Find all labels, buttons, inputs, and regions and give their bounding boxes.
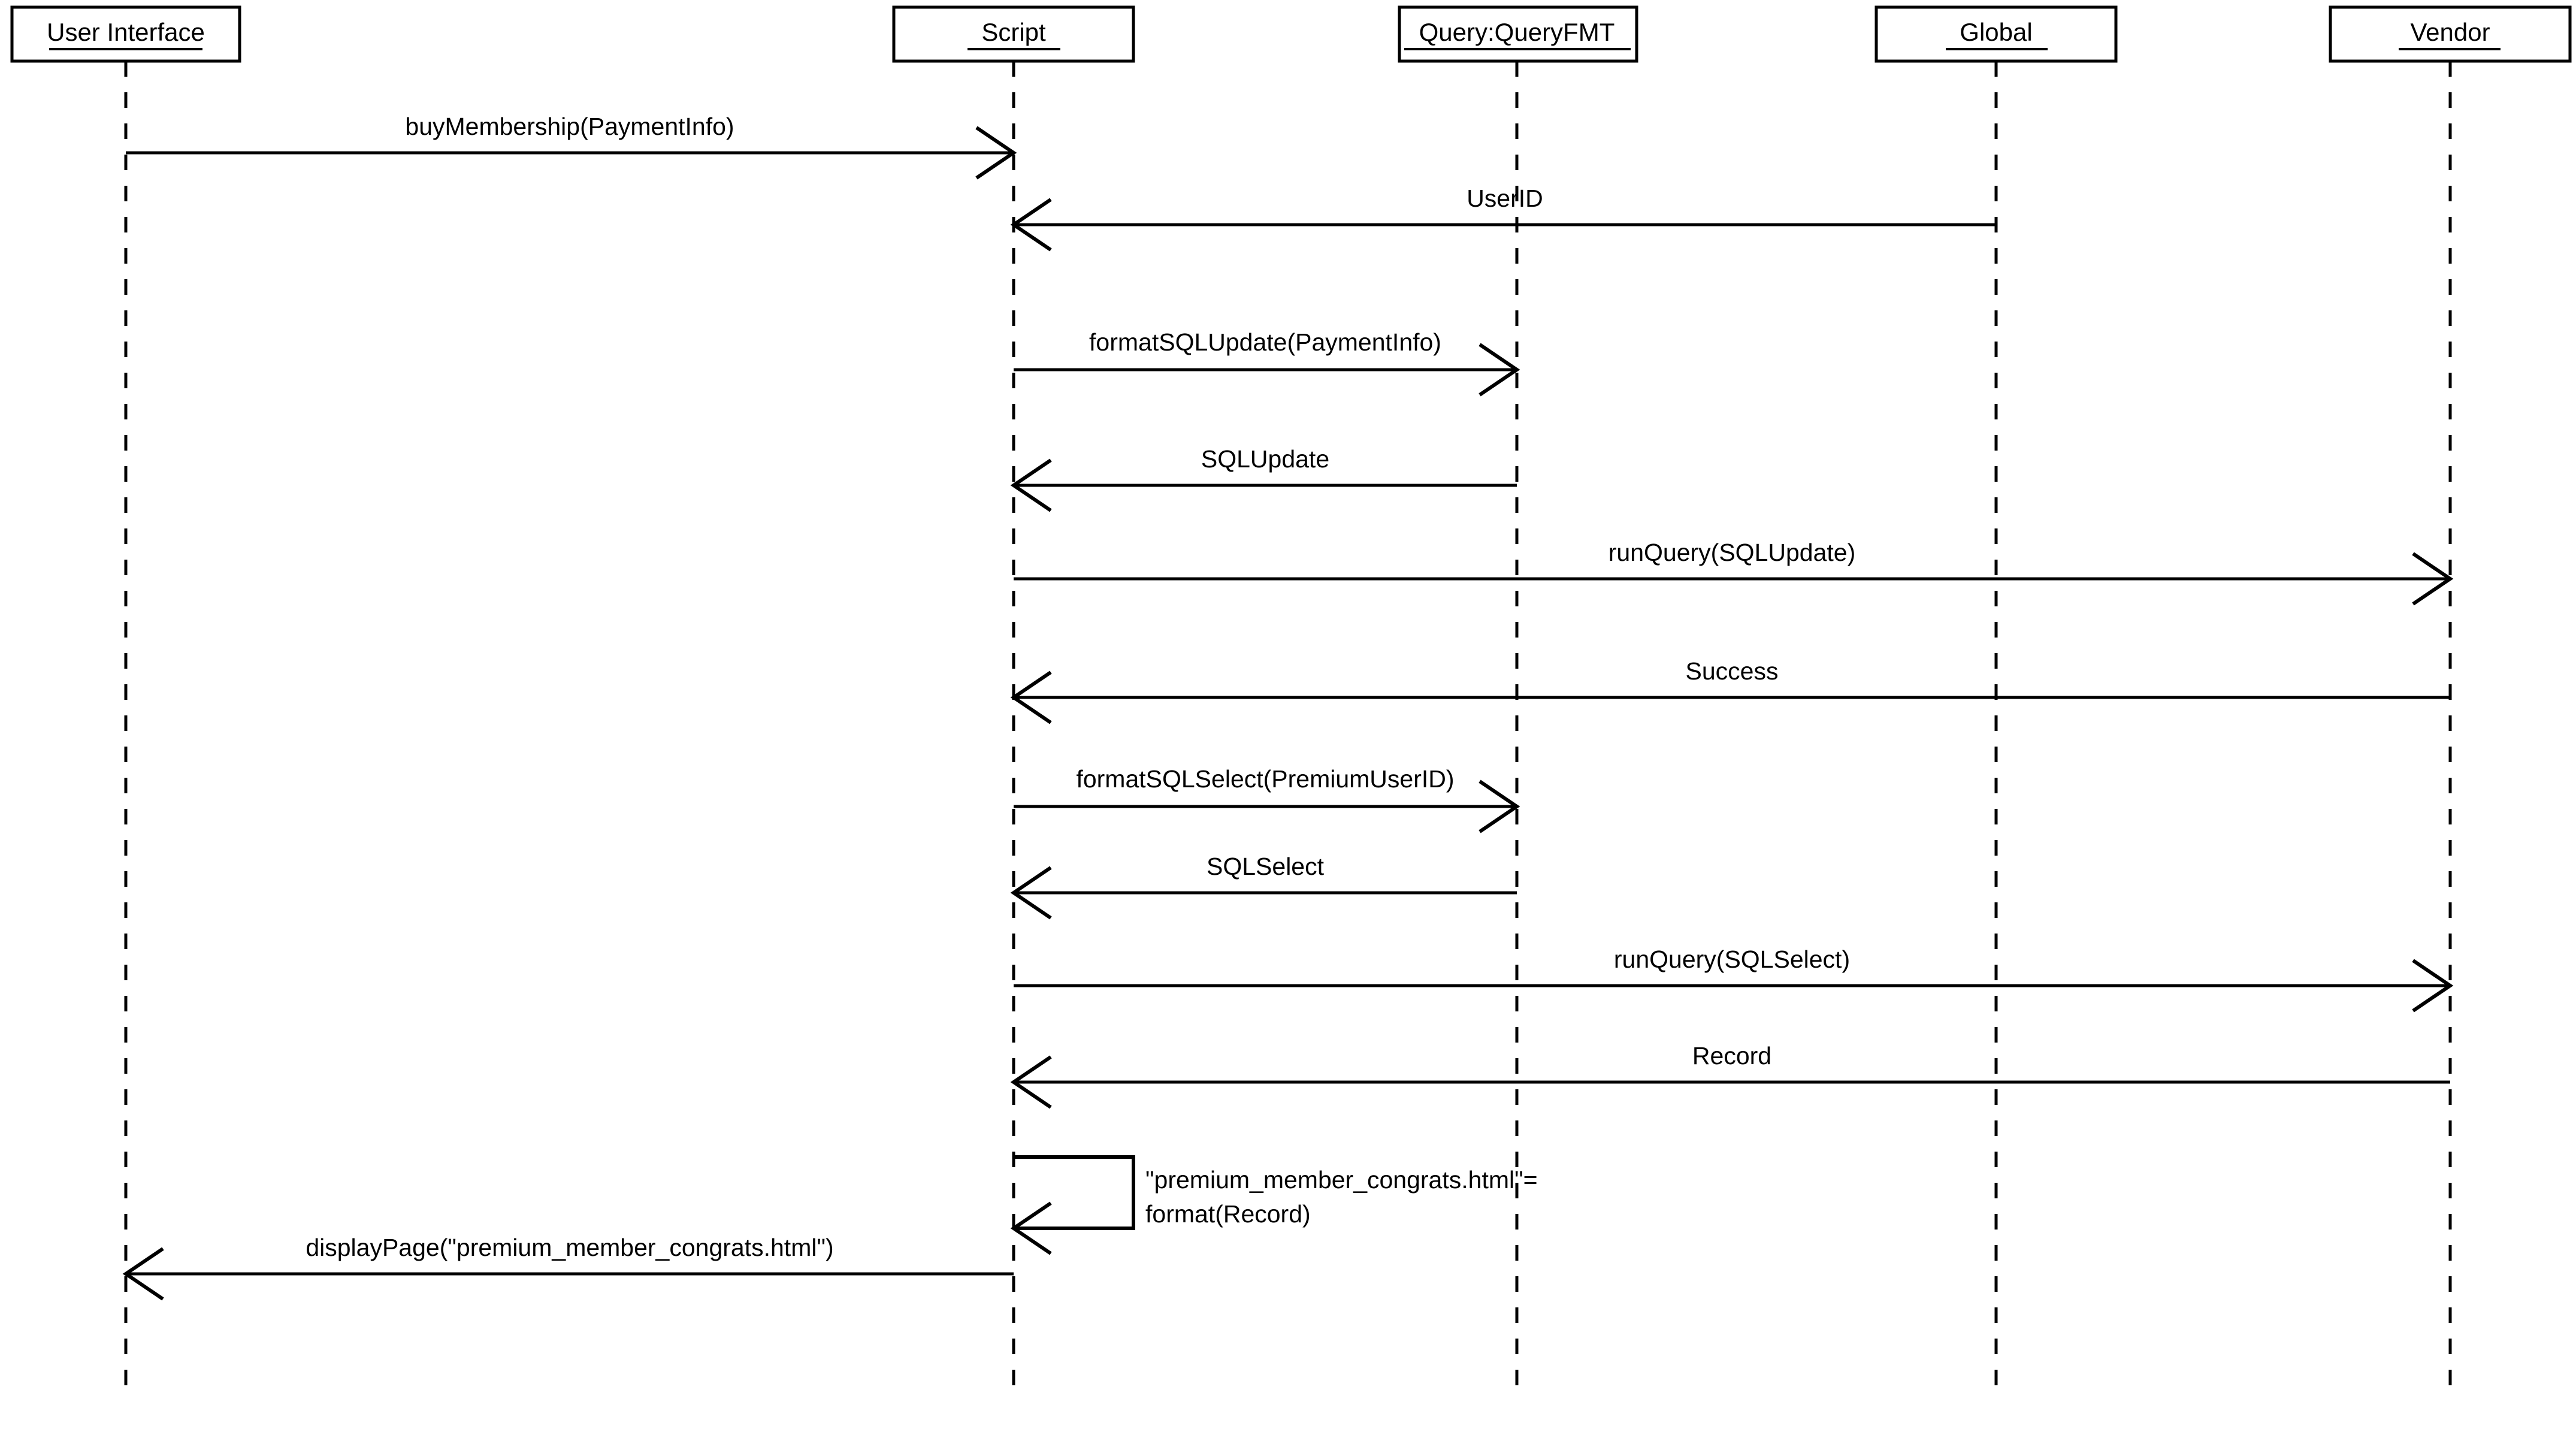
lifeline-box-query[interactable] — [1398, 5, 1638, 63]
message-6-vendor-to-script[interactable]: Success — [1010, 657, 2450, 724]
message-3-script-to-query[interactable]: formatSQLUpdate(PaymentInfo) — [1014, 328, 1520, 397]
lifeline-vendor[interactable]: Vendor — [2329, 5, 2572, 1396]
message-label: Success — [1686, 657, 1779, 685]
lifeline-label-vendor: Vendor — [2410, 18, 2490, 46]
lifeline-label-global: Global — [1960, 18, 2032, 46]
message-10-vendor-to-script[interactable]: Record — [1010, 1042, 2450, 1109]
message-arrowhead — [975, 126, 1017, 180]
lifeline-script[interactable]: Script — [892, 5, 1135, 1396]
lifeline-label-ui: User Interface — [47, 18, 205, 46]
self-message-loop[interactable] — [1014, 1155, 1135, 1230]
message-arrowhead — [2412, 552, 2454, 606]
lifeline-box-global[interactable] — [1874, 5, 2118, 63]
message-arrowhead — [122, 1247, 164, 1301]
message-12-script-to-ui[interactable]: displayPage("premium_member_congrats.htm… — [122, 1234, 1014, 1301]
message-arrowhead — [1479, 343, 1520, 397]
lifeline-query[interactable]: Query:QueryFMT — [1398, 5, 1638, 1396]
message-1-ui-to-script[interactable]: buyMembership(PaymentInfo) — [126, 113, 1017, 180]
message-arrowhead — [2412, 959, 2454, 1013]
message-7-script-to-query[interactable]: formatSQLSelect(PremiumUserID) — [1014, 765, 1520, 833]
message-label: SQLSelect — [1207, 853, 1325, 880]
message-label: SQLUpdate — [1201, 445, 1329, 473]
lifeline-box-vendor[interactable] — [2329, 5, 2572, 63]
message-label: formatSQLUpdate(PaymentInfo) — [1089, 328, 1441, 356]
message-label: formatSQLSelect(PremiumUserID) — [1076, 765, 1454, 793]
message-arrowhead — [1010, 1055, 1052, 1109]
self-messages-layer: "premium_member_congrats.html"= format(Re… — [1010, 1155, 1538, 1255]
self-message-label-line-2: format(Record) — [1145, 1200, 1311, 1228]
self-message-arrowhead — [1010, 1201, 1052, 1255]
message-5-script-to-vendor[interactable]: runQuery(SQLUpdate) — [1014, 539, 2454, 606]
message-label: displayPage("premium_member_congrats.htm… — [306, 1234, 833, 1261]
self-message-11-script[interactable]: "premium_member_congrats.html"= format(Re… — [1010, 1155, 1538, 1255]
message-arrowhead — [1010, 458, 1052, 512]
lifeline-label-query: Query:QueryFMT — [1419, 18, 1615, 46]
lifeline-box-script[interactable] — [892, 5, 1135, 63]
message-2-global-to-script[interactable]: UserID — [1010, 185, 1996, 252]
lifelines-layer: User Interface Script Query:QueryFMT Global… — [10, 5, 2572, 1396]
lifeline-ui[interactable]: User Interface — [10, 5, 241, 1396]
lifeline-global[interactable]: Global — [1874, 5, 2118, 1396]
message-label: UserID — [1467, 185, 1543, 212]
lifeline-box-ui[interactable] — [10, 5, 241, 63]
self-message-label-line-1: "premium_member_congrats.html"= — [1145, 1166, 1538, 1194]
message-label: Record — [1692, 1042, 1771, 1070]
message-label: runQuery(SQLSelect) — [1614, 945, 1850, 973]
message-9-script-to-vendor[interactable]: runQuery(SQLSelect) — [1014, 945, 2454, 1013]
lifeline-label-script: Script — [981, 18, 1046, 46]
message-arrowhead — [1010, 670, 1052, 724]
message-label: runQuery(SQLUpdate) — [1609, 539, 1855, 566]
messages-layer: buyMembership(PaymentInfo) UserID formatSQ… — [122, 113, 2454, 1301]
message-4-query-to-script[interactable]: SQLUpdate — [1010, 445, 1517, 512]
message-arrowhead — [1010, 198, 1052, 252]
message-arrowhead — [1010, 866, 1052, 920]
message-8-query-to-script[interactable]: SQLSelect — [1010, 853, 1517, 920]
message-arrowhead — [1479, 780, 1520, 833]
message-label: buyMembership(PaymentInfo) — [405, 113, 734, 140]
